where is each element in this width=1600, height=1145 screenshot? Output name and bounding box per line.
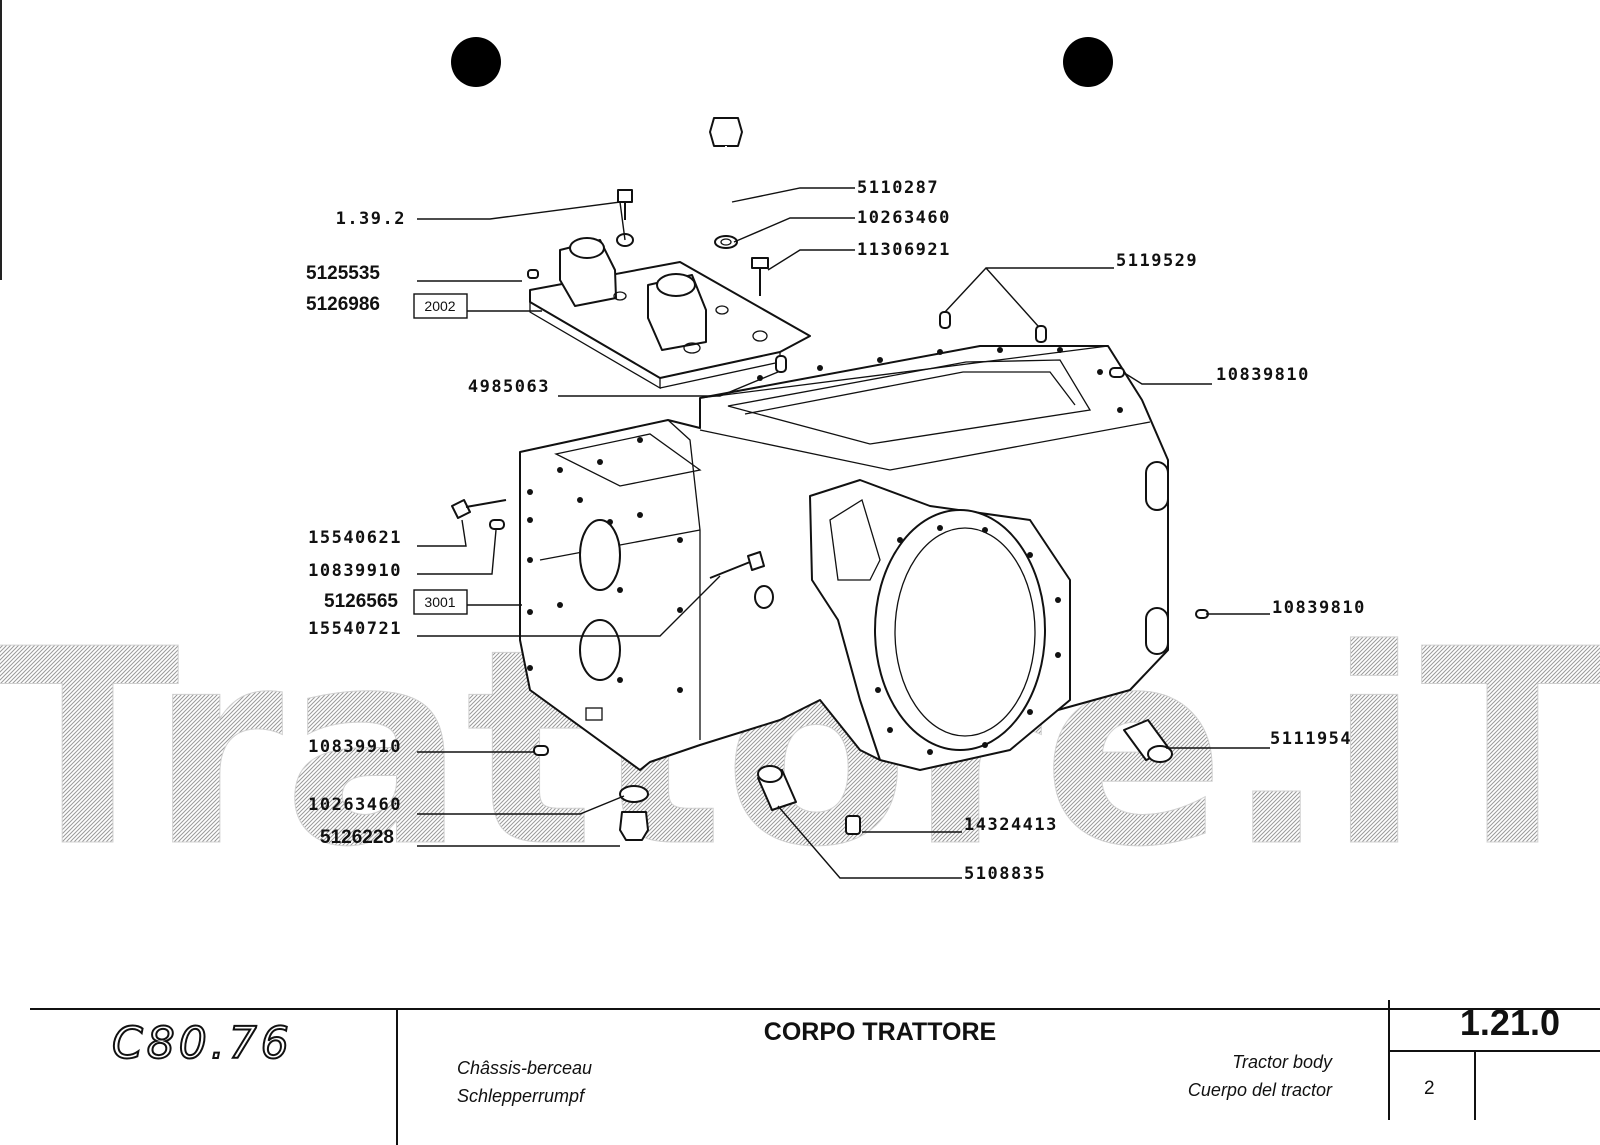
callout-15540621: 15540621: [308, 528, 402, 548]
callout-10839810-top: 10839810: [1216, 365, 1310, 385]
callout-5108835: 5108835: [964, 864, 1046, 884]
screw-1-39-2: [616, 189, 634, 247]
code-box-bottom-rule: [1388, 1050, 1600, 1052]
callout-5111954: 5111954: [1270, 729, 1352, 749]
bushing-5111954: [1123, 719, 1173, 763]
callout-5126228: 5126228: [320, 827, 394, 848]
bushing-5108835: [757, 765, 797, 811]
tractor-body-casting: [519, 345, 1169, 771]
dipstick: [709, 117, 743, 216]
callout-5110287: 5110287: [857, 178, 939, 198]
flange-bolt-holes: [527, 347, 1123, 755]
callout-5126986: 5126986: [306, 294, 380, 315]
callout-5119529: 5119529: [1116, 251, 1198, 271]
title-spanish: Cuerpo del tractor: [1187, 1080, 1332, 1100]
oil-seal-washer: [714, 235, 738, 249]
callout-15540721: 15540721: [308, 619, 402, 639]
callout-11306921: 11306921: [857, 240, 951, 260]
sheet-box-divider: [1474, 1050, 1476, 1120]
binding-edge: [0, 0, 2, 280]
callout-10263460-low: 10263460: [308, 795, 402, 815]
boxed-code-2002: 2002: [413, 293, 468, 319]
callout-4985063: 4985063: [468, 377, 550, 397]
title-english: Tractor body: [1232, 1052, 1332, 1072]
callout-10839910-low: 10839910: [308, 737, 402, 757]
svg-text:2002: 2002: [424, 298, 455, 314]
plug-5126228: [619, 785, 649, 841]
callout-10263460-top: 10263460: [857, 208, 951, 228]
watermark-text: Trattore.iT: [0, 591, 1600, 906]
cap-screw-15540621: [451, 499, 507, 519]
boxed-code-3001: 3001: [413, 589, 468, 615]
cap-screw-15540721: [709, 551, 765, 579]
title-german: Schlepperrumpf: [457, 1086, 585, 1106]
callout-5126565: 5126565: [324, 591, 398, 612]
leader-lines: [417, 187, 1270, 879]
page-title: CORPO TRATTORE: [763, 1018, 997, 1046]
exploded-parts-diagram: Trattore.iT: [0, 117, 1600, 907]
punch-hole-left: [451, 37, 501, 87]
part-number-callouts: 1.39.2 5110287 10263460 11306921 5119529…: [306, 178, 1366, 884]
top-cover-plate: [529, 237, 811, 390]
callout-5125535: 5125535: [306, 263, 380, 284]
section-code: 1.21.0: [1459, 1002, 1560, 1043]
callout-1-39-2: 1.39.2: [336, 209, 406, 229]
dowel-pins: [489, 269, 1209, 756]
title-block-top-rule: [30, 1008, 1600, 1010]
plug-14324413: [845, 815, 861, 835]
punch-hole-right: [1063, 37, 1113, 87]
sheet-number: 2: [1424, 1078, 1435, 1099]
title-block-divider-2: [1388, 1000, 1390, 1120]
callout-14324413: 14324413: [964, 815, 1058, 835]
callout-10839810-right: 10839810: [1272, 598, 1366, 618]
model-logo: C80.76: [111, 1017, 293, 1070]
callout-10839910-mid: 10839910: [308, 561, 402, 581]
bolt-11306921: [751, 257, 769, 296]
svg-text:3001: 3001: [424, 594, 455, 610]
title-french: Châssis-berceau: [457, 1058, 593, 1078]
